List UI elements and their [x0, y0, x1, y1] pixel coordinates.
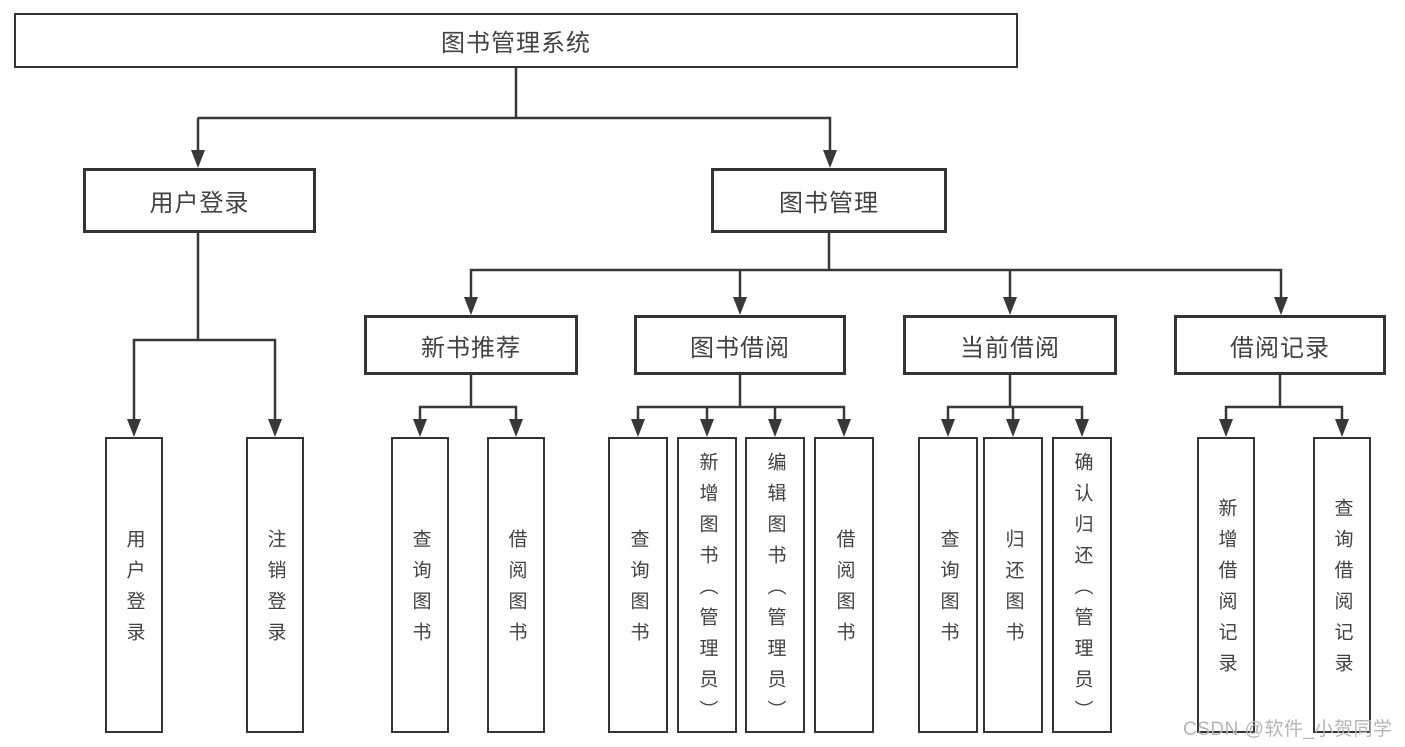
arrowhead: [268, 419, 282, 437]
connector-line: [418, 375, 518, 421]
arrowhead: [464, 297, 478, 315]
node-label: 借阅图书: [505, 529, 527, 653]
arrowhead: [941, 419, 955, 437]
node-label: 图书管理: [779, 190, 879, 217]
node-new-book-recommend: 新书推荐: [364, 315, 578, 375]
node-label: 借阅记录: [1230, 334, 1330, 362]
connector-line: [1224, 375, 1344, 421]
connector-book-management: [464, 233, 1288, 315]
leaf-query-books-borrowing: 查询图书: [608, 437, 668, 733]
connector-book-borrowing: [631, 375, 851, 437]
connector-root: [191, 68, 837, 168]
arrowhead: [823, 150, 837, 168]
node-label: 用户登录: [123, 529, 145, 653]
node-label: 当前借阅: [960, 334, 1060, 362]
csdn-watermark: CSDN @软件_小贺同学: [1183, 719, 1393, 740]
connector-line: [469, 233, 1283, 299]
node-current-borrowing: 当前借阅: [903, 315, 1117, 375]
connector-line: [636, 375, 846, 421]
arrowhead: [191, 150, 205, 168]
node-book-management: 图书管理: [711, 168, 947, 233]
arrowhead: [1219, 419, 1233, 437]
leaf-add-borrow-record: 新增借阅记录: [1197, 437, 1255, 733]
arrowhead: [509, 419, 523, 437]
arrowhead: [1006, 419, 1020, 437]
leaf-borrow-books: 借阅图书: [814, 437, 874, 733]
node-label: 归还图书: [1002, 529, 1024, 653]
node-label: 图书借阅: [690, 334, 790, 362]
node-label: 新增借阅记录: [1215, 498, 1237, 684]
arrowhead: [127, 419, 141, 437]
node-label: 图书管理系统: [441, 30, 591, 57]
node-label: 用户登录: [149, 190, 250, 217]
node-label: 编辑图书（管理员）: [764, 451, 786, 731]
leaf-query-books-recommend: 查询图书: [391, 437, 449, 733]
leaf-logout: 注销登录: [246, 437, 304, 733]
leaf-edit-book-admin: 编辑图书（管理员）: [745, 437, 805, 733]
leaf-query-books-current: 查询图书: [918, 437, 978, 733]
arrowhead: [1274, 297, 1288, 315]
arrowhead: [837, 419, 851, 437]
arrowhead: [768, 419, 782, 437]
connector-new-book-recommend: [413, 375, 523, 437]
arrowhead: [1075, 419, 1089, 437]
node-user-login: 用户登录: [83, 168, 316, 233]
arrowhead: [1003, 297, 1017, 315]
leaf-confirm-return-admin: 确认归还（管理员）: [1052, 437, 1112, 733]
node-label: 查询图书: [409, 529, 431, 653]
connector-line: [132, 233, 277, 421]
node-label: 查询图书: [937, 529, 959, 653]
leaf-query-borrow-record: 查询借阅记录: [1313, 437, 1371, 733]
leaf-return-books: 归还图书: [983, 437, 1043, 733]
arrowhead: [413, 419, 427, 437]
node-label: 新书推荐: [421, 334, 521, 362]
node-label: 确认归还（管理员）: [1071, 451, 1093, 731]
node-label: 查询借阅记录: [1331, 498, 1353, 684]
connector-borrowing-records: [1219, 375, 1349, 437]
leaf-user-login: 用户登录: [105, 437, 163, 733]
arrowhead: [733, 297, 747, 315]
node-label: 借阅图书: [833, 529, 855, 653]
arrowhead: [631, 419, 645, 437]
connector-line: [196, 68, 832, 152]
arrowhead: [1335, 419, 1349, 437]
connector-line: [946, 375, 1084, 421]
node-library-management-system: 图书管理系统: [14, 13, 1018, 68]
node-label: 注销登录: [264, 529, 286, 653]
connector-current-borrowing: [941, 375, 1089, 437]
leaf-borrow-books-recommend: 借阅图书: [487, 437, 545, 733]
node-book-borrowing: 图书借阅: [634, 315, 846, 375]
arrowhead: [700, 419, 714, 437]
node-label: 查询图书: [627, 529, 649, 653]
leaf-add-book-admin: 新增图书（管理员）: [677, 437, 737, 733]
node-borrowing-records: 借阅记录: [1174, 315, 1386, 375]
connector-user-login: [127, 233, 282, 437]
node-label: 新增图书（管理员）: [696, 451, 718, 731]
